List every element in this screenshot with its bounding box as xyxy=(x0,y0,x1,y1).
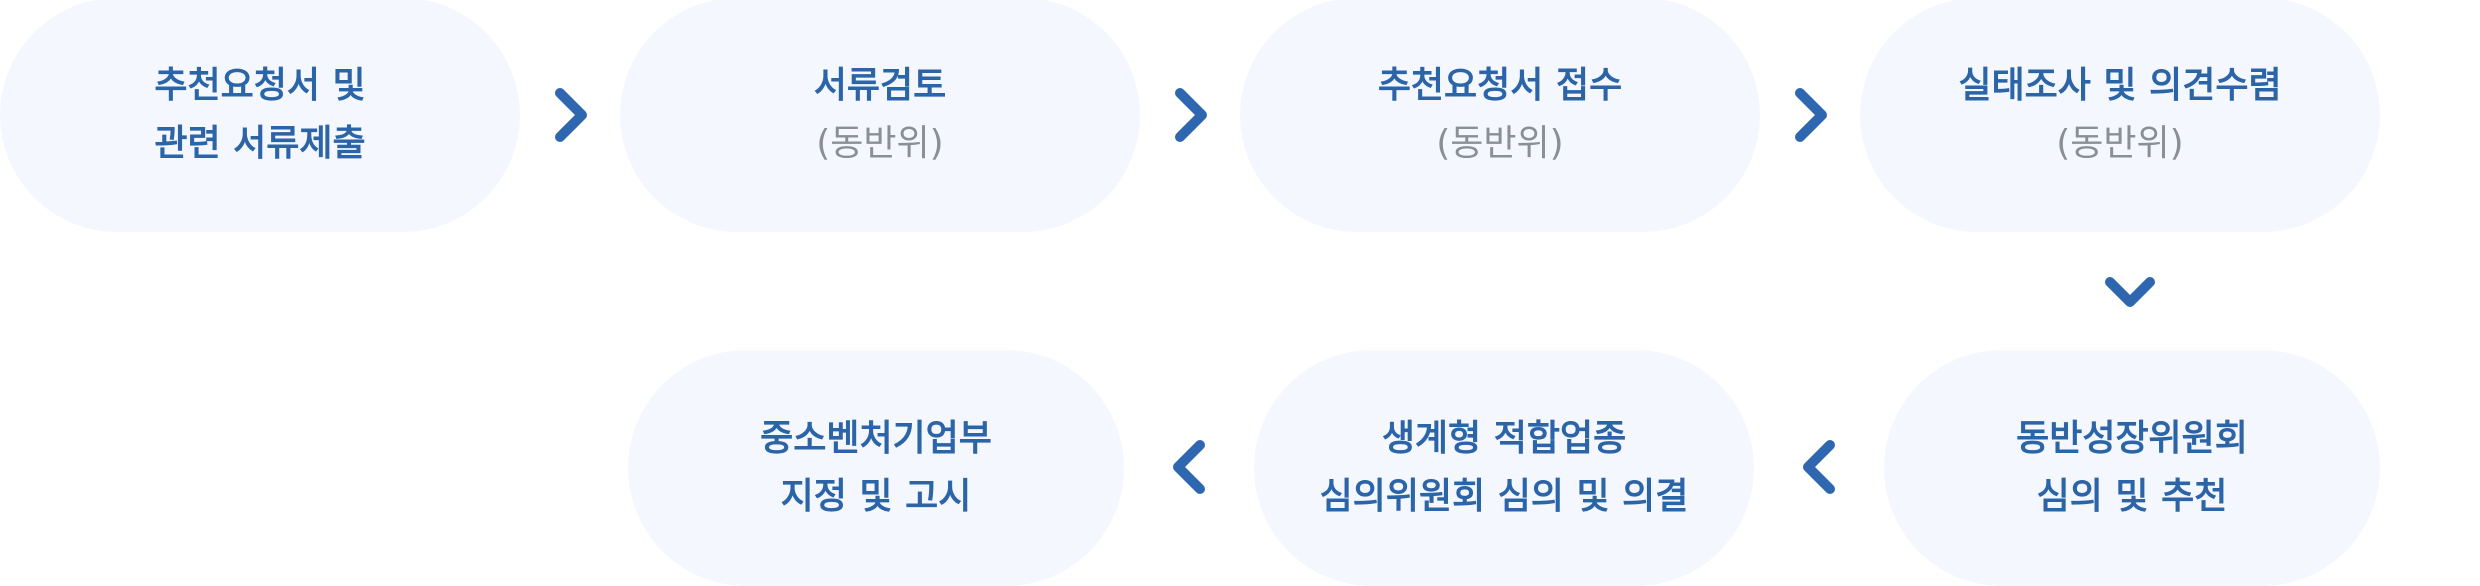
step-5-committee-review: 동반성장위원회 심의 및 추천 xyxy=(1884,350,2380,586)
step-6-deliberation: 생계형 적합업종 심의위원회 심의 및 의결 xyxy=(1254,350,1754,586)
chevron-right-icon xyxy=(1160,85,1220,145)
step-1-document-submission: 추천요청서 및 관련 서류제출 xyxy=(0,0,520,232)
step-7-line-2: 지정 및 고시 xyxy=(780,476,972,517)
step-3-sub: (동반위) xyxy=(1436,123,1564,164)
chevron-down-icon xyxy=(2100,262,2160,322)
step-2-sub: (동반위) xyxy=(816,123,944,164)
chevron-right-icon xyxy=(540,85,600,145)
step-1-line-1: 추천요청서 및 xyxy=(154,65,366,106)
step-1-line-2: 관련 서류제출 xyxy=(154,123,366,164)
step-4-sub: (동반위) xyxy=(2056,123,2184,164)
step-5-line-2: 심의 및 추천 xyxy=(2036,476,2228,517)
step-2-line-1: 서류검토 xyxy=(813,65,947,106)
step-7-ministry-designation: 중소벤처기업부 지정 및 고시 xyxy=(628,350,1124,586)
step-5-line-1: 동반성장위원회 xyxy=(2016,418,2248,459)
step-4-line-1: 실태조사 및 의견수렴 xyxy=(1958,65,2282,106)
step-6-line-2: 심의위원회 심의 및 의결 xyxy=(1319,476,1689,517)
chevron-left-icon xyxy=(1160,437,1220,497)
step-7-line-1: 중소벤처기업부 xyxy=(760,418,992,459)
chevron-right-icon xyxy=(1780,85,1840,145)
chevron-left-icon xyxy=(1790,437,1850,497)
step-6-line-1: 생계형 적합업종 xyxy=(1381,418,1627,459)
step-3-line-1: 추천요청서 접수 xyxy=(1377,65,1623,106)
step-4-survey-and-opinion: 실태조사 및 의견수렴 (동반위) xyxy=(1860,0,2380,232)
step-2-document-review: 서류검토 (동반위) xyxy=(620,0,1140,232)
step-3-request-reception: 추천요청서 접수 (동반위) xyxy=(1240,0,1760,232)
